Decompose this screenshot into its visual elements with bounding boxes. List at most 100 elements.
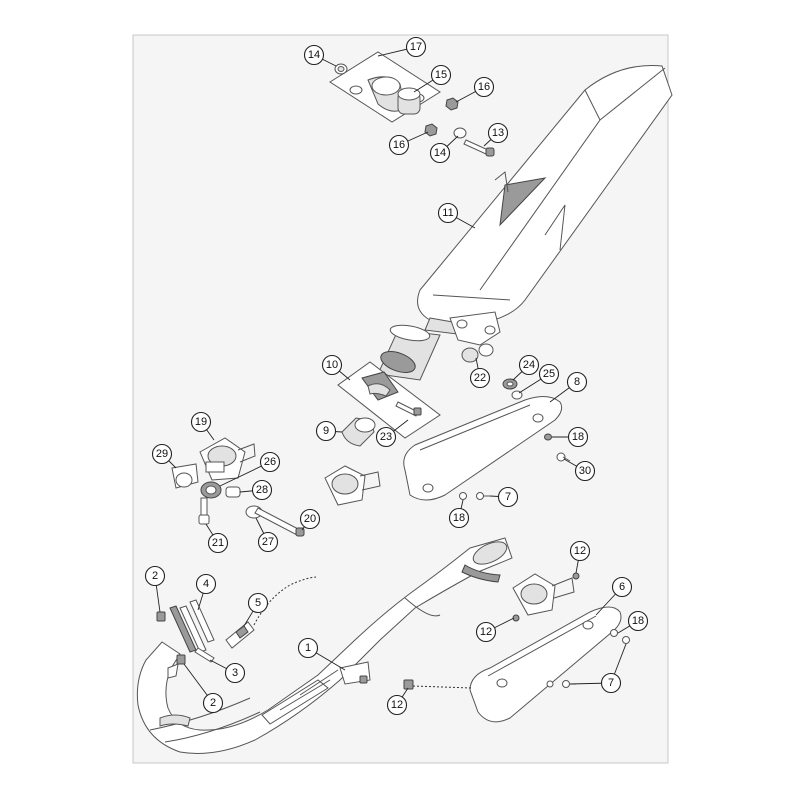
callout-label: 20 [304,513,316,525]
callout-2-lower: 2 [202,692,224,714]
callout-label: 18 [572,431,584,443]
bolt-21 [198,497,210,525]
callout-27: 27 [257,531,279,553]
washer-lower-small [546,680,554,688]
callout-3: 3 [224,662,246,684]
stud-3 [194,647,215,663]
callout-5: 5 [247,592,269,614]
silencer-inlet-pipe [377,324,441,381]
sleeve-part [397,87,421,115]
silencer-mount-bracket [449,311,501,346]
callout-label: 24 [523,359,535,371]
callout-22: 22 [469,367,491,389]
clip-12-lower [403,679,414,690]
callout-7-mid: 7 [497,486,519,508]
callout-label: 25 [543,368,555,380]
callout-label: 10 [326,359,338,371]
callout-25: 25 [538,363,560,385]
gasket-4 [169,599,215,653]
washer-14-top [334,63,348,75]
screw-7-mid [476,492,490,500]
washer-18-lower [610,629,618,637]
callout-label: 23 [380,431,392,443]
callout-16-left: 16 [388,134,410,156]
bolt-13 [463,139,495,157]
callout-11: 11 [437,202,459,224]
callout-label: 22 [474,372,486,384]
callout-label: 7 [608,677,614,689]
callout-label: 1 [305,642,311,654]
callout-label: 13 [492,127,504,139]
callout-15: 15 [430,64,452,86]
callout-12-mid: 12 [475,621,497,643]
callout-18-upper: 18 [567,426,589,448]
sleeve-28 [225,486,241,498]
callout-label: 18 [453,512,465,524]
callout-21: 21 [207,532,229,554]
callout-label: 2 [210,697,216,709]
callout-label: 15 [435,69,447,81]
gasket-ring-9 [341,417,376,447]
washer-14-lower [453,127,467,139]
callout-18-lower: 18 [627,610,649,632]
callout-label: 12 [574,545,586,557]
callout-label: 21 [212,537,224,549]
callout-9: 9 [315,420,337,442]
clamp-kit-panel [337,361,441,439]
connection-dashed-line [412,685,473,689]
callout-label: 7 [505,491,511,503]
callout-17: 17 [405,36,427,58]
callout-8: 8 [566,371,588,393]
nut-2-lower [176,654,186,665]
callout-label: 28 [256,484,268,496]
callout-12-lower: 12 [386,694,408,716]
callout-label: 14 [308,49,320,61]
callout-label: 6 [619,581,625,593]
callout-label: 27 [262,536,274,548]
washer-18-upper [544,433,552,441]
callout-29: 29 [151,443,173,465]
callout-label: 12 [480,626,492,638]
callout-30: 30 [574,460,596,482]
washer-18-mid [459,492,467,500]
callout-14-lower: 14 [429,142,451,164]
clamp-29 [171,463,199,489]
callout-6: 6 [611,576,633,598]
nut-2-upper [156,611,166,622]
heat-shield-6 [469,606,622,723]
nut-16-left [424,123,438,137]
callout-13: 13 [487,122,509,144]
callout-18-mid: 18 [448,507,470,529]
callout-2-upper: 2 [144,565,166,587]
callout-26: 26 [259,451,281,473]
callout-7-lower: 7 [600,672,622,694]
rubber-damper-22 [461,343,494,363]
callout-label: 18 [632,615,644,627]
nut-16-right [445,97,459,111]
callout-1: 1 [297,637,319,659]
header-pipe-1 [136,537,513,754]
actuator-19 [199,437,256,481]
callout-label: 9 [323,425,329,437]
callout-16-right: 16 [473,76,495,98]
callout-10: 10 [321,354,343,376]
screw-7-lower-a [622,636,630,644]
callout-label: 29 [156,448,168,460]
callout-label: 30 [579,465,591,477]
callout-label: 3 [232,667,238,679]
ring-26 [200,481,222,499]
washer-24 [502,378,518,390]
callout-label: 26 [264,456,276,468]
callout-23: 23 [375,426,397,448]
actuator-lower [512,572,580,622]
callout-label: 19 [195,416,207,428]
callout-label: 16 [393,139,405,151]
callout-19: 19 [190,411,212,433]
callout-label: 12 [391,699,403,711]
callout-24: 24 [518,354,540,376]
callout-label: 11 [442,207,453,219]
callout-label: 5 [255,597,261,609]
callout-12-upper: 12 [569,540,591,562]
heat-shield-8 [403,396,563,501]
callout-28: 28 [251,479,273,501]
